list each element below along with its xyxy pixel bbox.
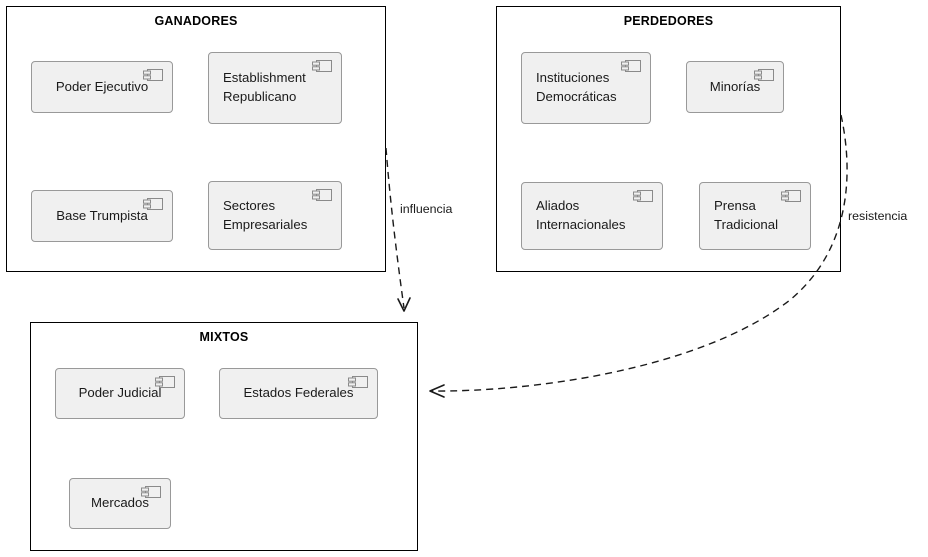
component-establishment-republicano[interactable]: Establishment Republicano xyxy=(208,52,342,124)
component-label: Mercados xyxy=(91,495,149,511)
group-title-mixtos: MIXTOS xyxy=(199,330,249,344)
uml-component-icon xyxy=(312,60,332,72)
component-estados-federales[interactable]: Estados Federales xyxy=(219,368,378,419)
component-label: Estados Federales xyxy=(243,385,354,401)
component-label: Aliados Internacionales xyxy=(536,198,626,232)
component-poder-judicial[interactable]: Poder Judicial xyxy=(55,368,185,419)
component-aliados-internacionales[interactable]: Aliados Internacionales xyxy=(521,182,663,250)
uml-component-icon xyxy=(621,60,641,72)
component-label: Sectores Empresariales xyxy=(223,197,308,232)
component-label: Poder Ejecutivo xyxy=(55,78,149,94)
edge-influencia[interactable] xyxy=(385,147,405,309)
uml-component-icon xyxy=(781,190,801,202)
component-label: Minorías xyxy=(709,78,761,94)
edge-label-resistencia: resistencia xyxy=(848,209,908,223)
component-label: Prensa Tradicional xyxy=(714,198,779,232)
edge-label-influencia: influencia xyxy=(400,202,453,216)
uml-component-icon xyxy=(312,189,332,201)
component-label: Establishment Republicano xyxy=(223,70,306,104)
group-mixtos[interactable]: MIXTOS xyxy=(30,322,418,551)
uml-component-icon xyxy=(155,376,175,388)
edge-arrowhead-resistencia xyxy=(429,384,445,398)
uml-component-icon xyxy=(143,198,163,210)
edge-arrowhead-influencia xyxy=(397,297,411,312)
group-ganadores[interactable]: GANADORES xyxy=(6,6,386,272)
component-label: Instituciones Democráticas xyxy=(536,70,617,104)
uml-component-icon xyxy=(348,376,368,388)
uml-component-icon xyxy=(633,190,653,202)
component-base-trumpista[interactable]: Base Trumpista xyxy=(31,190,173,242)
uml-component-icon xyxy=(143,69,163,81)
component-minorias[interactable]: Minorías xyxy=(686,61,784,113)
component-instituciones-democraticas[interactable]: Instituciones Democráticas xyxy=(521,52,651,124)
component-prensa-tradicional[interactable]: Prensa Tradicional xyxy=(699,182,811,250)
component-sectores-empresariales[interactable]: Sectores Empresariales xyxy=(208,181,342,250)
component-label: Poder Judicial xyxy=(78,385,162,401)
component-mercados[interactable]: Mercados xyxy=(69,478,171,529)
component-label: Base Trumpista xyxy=(56,207,148,223)
uml-component-icon xyxy=(141,486,161,498)
group-title-perdedores: PERDEDORES xyxy=(623,14,714,28)
component-poder-ejecutivo[interactable]: Poder Ejecutivo xyxy=(31,61,173,113)
group-title-ganadores: GANADORES xyxy=(154,14,238,28)
uml-component-icon xyxy=(754,69,774,81)
